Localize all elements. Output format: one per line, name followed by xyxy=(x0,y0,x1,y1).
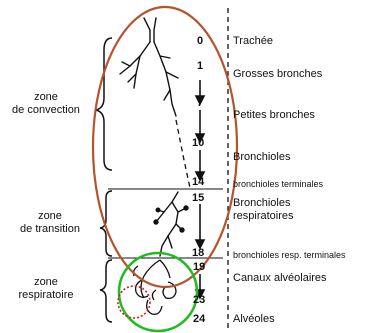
label-alveoli: Alvéoles xyxy=(233,314,275,325)
respiratory-bronchioles-tree xyxy=(154,192,188,256)
generation-7: 7 xyxy=(197,98,203,109)
convection-transition-ellipse xyxy=(93,7,237,287)
label-small-bronchi: Petites bronches xyxy=(233,110,315,121)
label-alveolar-ducts: Canaux alvéolaires xyxy=(233,273,327,284)
generation-23: 23 xyxy=(193,295,205,306)
generation-24: 24 xyxy=(193,314,205,325)
brace-respiratory xyxy=(100,260,112,322)
zone-respiratory-label: zone respiratoire xyxy=(0,277,92,301)
generation-1: 1 xyxy=(197,61,203,72)
label-trachea: Trachée xyxy=(233,36,273,47)
dashed-connection xyxy=(176,120,190,188)
label-respiratory-bronchioles-1: Bronchioles xyxy=(233,198,290,209)
label-terminal-bronchioles: bronchioles terminales xyxy=(233,180,323,189)
zone-convection-label: zone de convection xyxy=(0,92,92,116)
zone-convection-line2: de convection xyxy=(0,105,92,116)
bronchial-tree xyxy=(120,18,178,116)
brace-transition xyxy=(100,191,112,256)
zone-transition-line2: de transition xyxy=(4,224,96,235)
zone-respiratory-line1: zone xyxy=(0,277,92,288)
generation-19: 19 xyxy=(193,262,205,273)
label-main-bronchi: Grosses bronches xyxy=(233,69,322,80)
label-terminal-resp-bronchioles: bronchioles resp. terminales xyxy=(233,251,346,260)
respiratory-green-circle xyxy=(119,253,197,331)
generation-10: 10 xyxy=(192,138,204,149)
zone-respiratory-line2: respiratoire xyxy=(0,290,92,301)
generation-18: 18 xyxy=(192,248,204,259)
zone-convection-line1: zone xyxy=(0,92,92,103)
generation-15: 15 xyxy=(192,193,204,204)
alveolus-dotted-circle xyxy=(118,286,150,318)
generation-0: 0 xyxy=(197,36,203,47)
label-bronchioles: Bronchioles xyxy=(233,152,290,163)
zone-transition-line1: zone xyxy=(4,211,96,222)
zone-transition-label: zone de transition xyxy=(4,211,96,235)
label-respiratory-bronchioles-2: respiratoires xyxy=(233,211,294,222)
generation-14: 14 xyxy=(192,177,204,188)
